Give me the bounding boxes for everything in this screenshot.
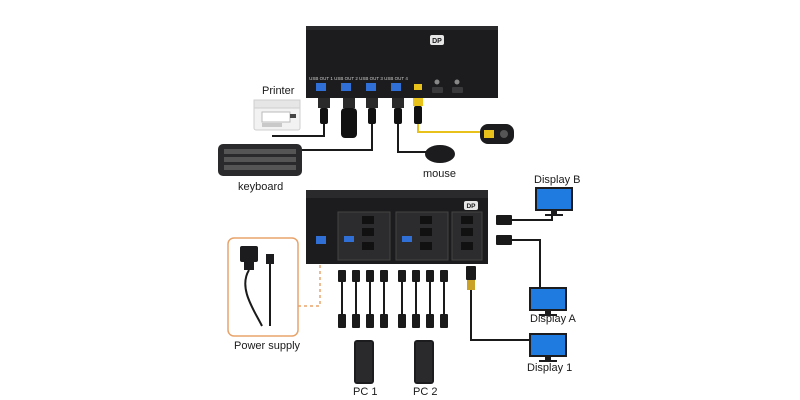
- pc-1-tower: [354, 340, 374, 384]
- pc-2-tower: [414, 340, 434, 384]
- usb-port-4: [391, 83, 401, 91]
- mouse-label: mouse: [423, 168, 457, 180]
- top-usb-plugs: [318, 98, 423, 138]
- kvm-switch-top-unit: DP USB OUT 1 USB OUT 2 USB OUT 3 USB OUT…: [306, 26, 498, 98]
- display-b-monitor: [535, 187, 573, 216]
- dp-plugs: [496, 215, 512, 245]
- display-1-cable: [466, 266, 534, 341]
- pc-1-label: PC 1: [353, 386, 378, 398]
- keyboard-label: keyboard: [238, 181, 284, 193]
- display-a-monitor: [529, 287, 567, 316]
- usb-port-1: [316, 83, 326, 91]
- power-supply-label: Power supply: [234, 340, 301, 352]
- usb-port-2: [341, 83, 351, 91]
- usb-port-label-2: USB OUT 2: [334, 76, 358, 81]
- display-1-monitor: [529, 333, 567, 362]
- printer-icon: [253, 99, 301, 131]
- power-supply-panel: [227, 237, 299, 337]
- bottom-logo-text: DP: [466, 203, 476, 210]
- usb-dongle: [341, 108, 357, 138]
- printer-label: Printer: [262, 85, 295, 97]
- remote-controller: [480, 124, 514, 144]
- top-logo-text: DP: [432, 38, 442, 45]
- yellow-port: [414, 84, 422, 90]
- display-b-label: Display B: [534, 174, 581, 186]
- display-1-label: Display 1: [527, 362, 573, 374]
- kvm-switch-bottom-unit: DP: [306, 190, 488, 264]
- keyboard-icon: [218, 144, 302, 176]
- dc-in-port: [316, 236, 326, 244]
- pc-input-cables: [338, 270, 448, 328]
- display-a-label: Display A: [530, 313, 576, 325]
- pc-2-label: PC 2: [413, 386, 438, 398]
- mouse-icon: [425, 145, 455, 163]
- power-connector-dashed: [298, 262, 321, 307]
- usb-port-label-3: USB OUT 3: [359, 76, 383, 81]
- usb-port-3: [366, 83, 376, 91]
- usb-port-label-4: USB OUT 4: [384, 76, 408, 81]
- top-dp-logo-badge: [430, 35, 444, 45]
- usb-port-label-1: USB OUT 1: [309, 76, 333, 81]
